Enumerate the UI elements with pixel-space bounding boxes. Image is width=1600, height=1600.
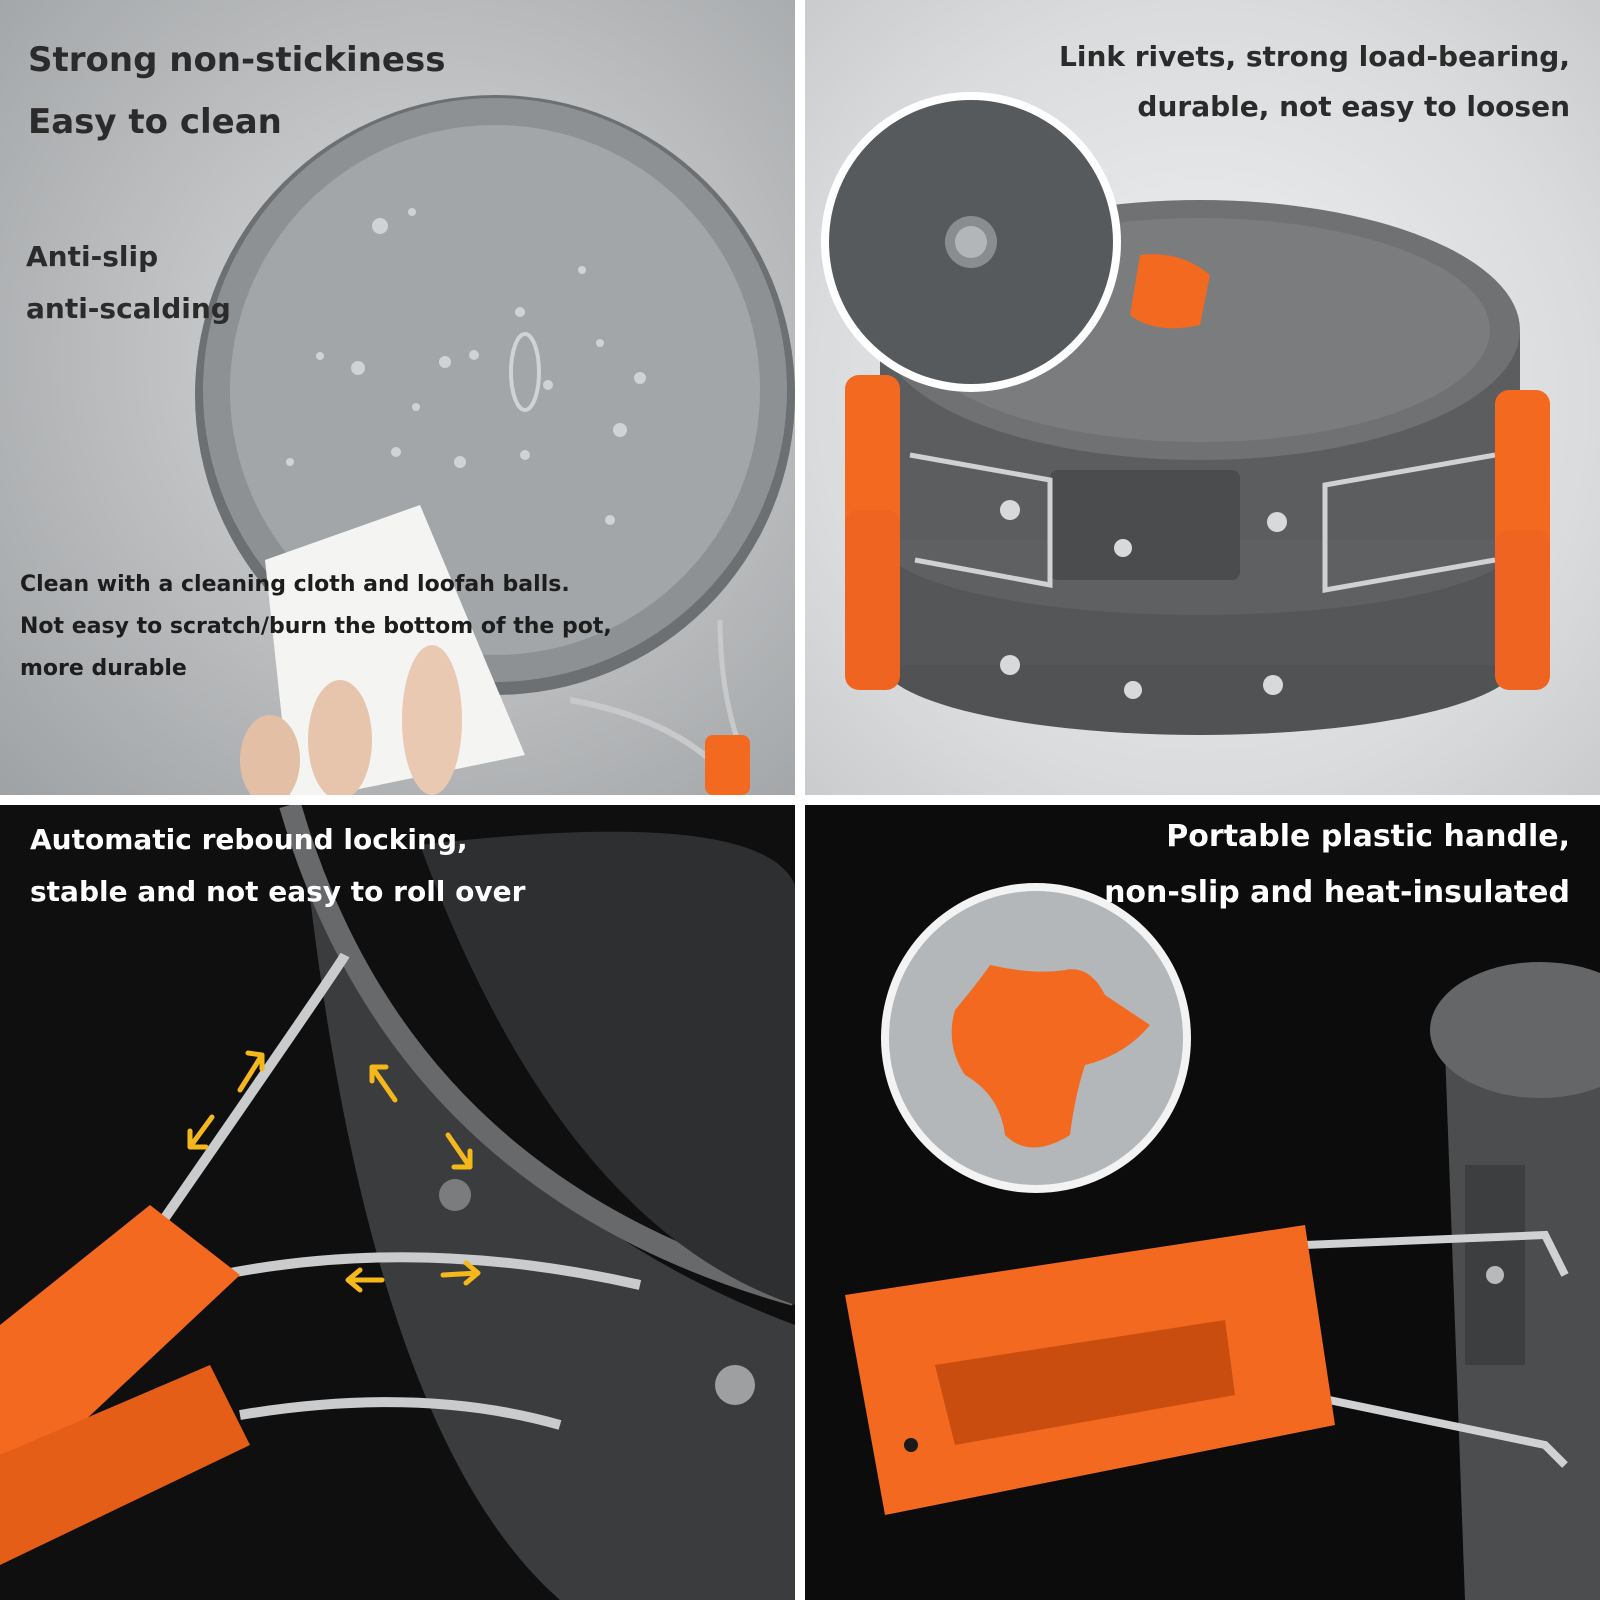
rivet	[439, 1179, 471, 1211]
water-droplets	[286, 208, 646, 525]
orange-handle-grip	[705, 735, 750, 795]
arrow-icon	[445, 1132, 473, 1170]
finger	[308, 680, 372, 795]
plastic-handle-illustration	[845, 883, 1600, 1600]
orange-handle	[0, 1205, 240, 1455]
caption-line-1: Link rivets, strong load-bearing,	[1059, 40, 1570, 73]
orange-side-handle	[1495, 530, 1550, 690]
rivet	[1263, 675, 1283, 695]
lid-knob	[1130, 254, 1210, 329]
lid-knob	[951, 965, 1150, 1148]
orange-side-handle	[1495, 390, 1550, 560]
rivet	[1000, 655, 1020, 675]
caption-line-3: more durable	[20, 656, 187, 681]
caption-line-2: stable and not easy to roll over	[30, 875, 526, 908]
caption-line-2: non-slip and heat-insulated	[1104, 875, 1570, 910]
panel-handle: Portable plastic handle, non-slip and he…	[805, 805, 1600, 1600]
finger	[402, 645, 462, 795]
handle-cutout	[935, 1320, 1235, 1445]
orange-side-handle	[845, 510, 900, 690]
caption-line-1: Clean with a cleaning cloth and loofah b…	[20, 572, 570, 597]
heading-line-2: Easy to clean	[28, 102, 282, 142]
rivet	[1267, 512, 1287, 532]
rivet	[1486, 1266, 1504, 1284]
caption-line-2: Not easy to scratch/burn the bottom of t…	[20, 614, 612, 639]
rivet	[1114, 539, 1132, 557]
motion-arrows	[187, 1050, 481, 1293]
caption-line-1: Automatic rebound locking,	[30, 823, 468, 856]
non-stick-pan-illustration	[195, 95, 795, 795]
arrow-icon	[237, 1050, 265, 1093]
panel-rivets: Link rivets, strong load-bearing, durabl…	[805, 0, 1600, 795]
caption-line-1: Portable plastic handle,	[1166, 819, 1570, 854]
orange-handle	[0, 1365, 250, 1565]
stacked-pots-illustration	[821, 92, 1550, 735]
orange-side-handle	[845, 375, 900, 555]
rivet	[1124, 681, 1142, 699]
heading-line-1: Strong non-stickiness	[28, 40, 446, 80]
arrow-icon	[345, 1267, 385, 1293]
hinge-lock-illustration	[0, 805, 795, 1600]
subheading-line-1: Anti-slip	[26, 240, 159, 273]
rivet	[1000, 500, 1020, 520]
subheading-line-2: anti-scalding	[26, 292, 231, 325]
arrow-icon	[440, 1260, 481, 1286]
finger	[240, 715, 300, 795]
arrow-icon	[187, 1114, 215, 1150]
panel-non-stick: Strong non-stickiness Easy to clean Anti…	[0, 0, 795, 795]
panel-locking: Automatic rebound locking, stable and no…	[0, 805, 795, 1600]
arrow-icon	[369, 1064, 398, 1103]
caption-line-2: durable, not easy to loosen	[1137, 90, 1570, 123]
rivet-plate	[1050, 470, 1240, 580]
rivet	[715, 1365, 755, 1405]
